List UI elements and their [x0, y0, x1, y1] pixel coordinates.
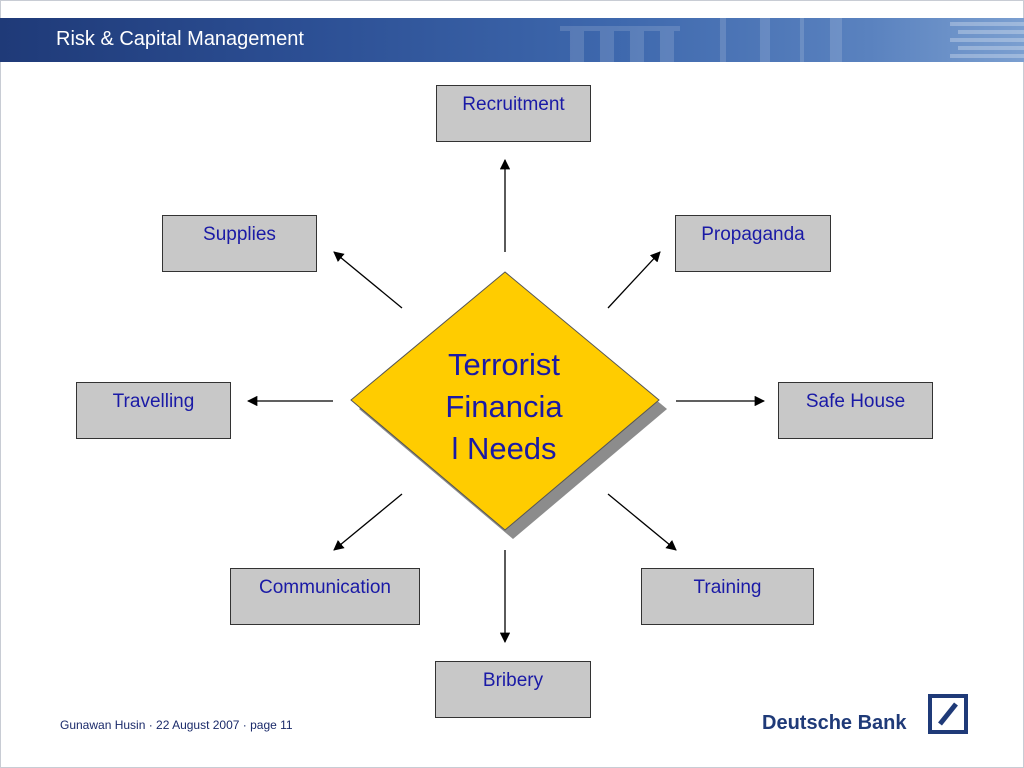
node-recruitment: Recruitment [436, 85, 591, 142]
footer-text: Gunawan Husin · 22 August 2007 · page 11 [60, 718, 293, 732]
node-training: Training [641, 568, 814, 625]
node-travelling: Travelling [76, 382, 231, 439]
node-propaganda: Propaganda [675, 215, 831, 272]
header-title: Risk & Capital Management [56, 28, 304, 50]
arrow-to-propaganda [607, 251, 661, 309]
brand-name: Deutsche Bank [762, 712, 907, 734]
node-bribery: Bribery [435, 661, 591, 718]
center-label-line-3: l Needs [451, 431, 557, 466]
arrow-to-supplies [333, 251, 403, 309]
node-safe-house: Safe House [778, 382, 933, 439]
center-diamond [350, 271, 660, 531]
arrow-to-training [607, 493, 677, 551]
center-label: Terrorist Financia l Needs [404, 344, 604, 470]
center-label-line-2: Financia [445, 389, 563, 424]
node-communication: Communication [230, 568, 420, 625]
center-label-line-1: Terrorist [448, 347, 560, 382]
node-supplies: Supplies [162, 215, 317, 272]
header-architecture-graphic [560, 18, 1024, 62]
arrow-to-communication [333, 493, 403, 551]
deutsche-bank-logo-icon [928, 694, 968, 734]
header-bar: Risk & Capital Management [0, 18, 1024, 62]
